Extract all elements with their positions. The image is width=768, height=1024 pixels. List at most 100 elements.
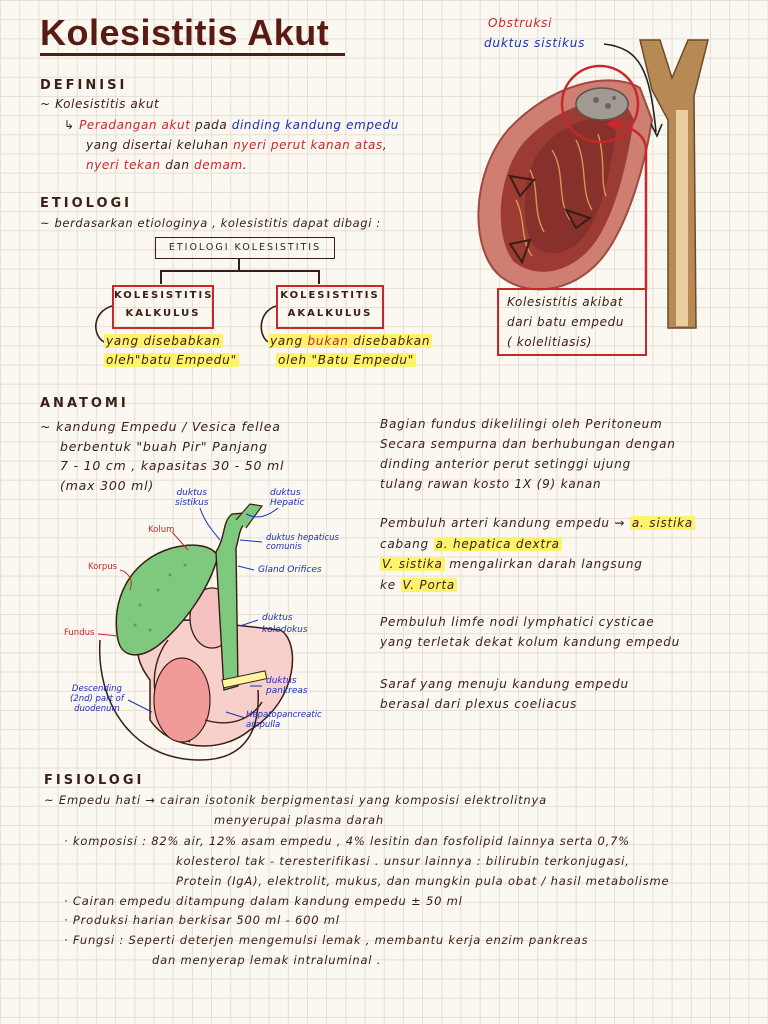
caption-line: Kolesistitis akibat [507, 295, 624, 309]
highlight-text: oleh"batu Empedu" [104, 353, 239, 367]
label-text: duktus Hepatic [270, 488, 305, 508]
anatomi-right-block-1: Bagian fundus dikelilingi oleh Peritoneu… [380, 414, 676, 494]
definisi-line-1: ~ Kolesistitis akut [40, 97, 160, 111]
anatomi-right-block-4: Saraf yang menuju kandung empedu berasal… [380, 674, 629, 714]
fisiologi-line-9: dan menyerap lemak intraluminal . [152, 953, 382, 967]
anatomi-text: Pembuluh arteri kandung empedu ⇝ [380, 516, 630, 530]
anatomi-left-text: ~ kandung Empedu / Vesica fellea berbent… [40, 417, 284, 495]
diagram-label-kolum: Kolum [148, 525, 175, 535]
etiologi-root-box: ETIOLOGI KOLESISTITIS [155, 237, 335, 259]
diagram-label-koledokus: duktus koledokus [262, 612, 308, 636]
diagram-label-descending-duodenum: Descending (2nd) part of duodenum [70, 684, 124, 714]
illustration-label-duktus-sistikus: duktus sistikus [484, 36, 586, 50]
diagram-label-hepaticus-comunis: duktus hepaticus comunis [266, 534, 339, 552]
definisi-term-demam: demam [194, 158, 243, 172]
fisiologi-line-6: · Cairan empedu ditampung dalam kandung … [64, 894, 463, 908]
title-underline [40, 53, 345, 56]
diagram-label-duktus-hepatic: duktus Hepatic [270, 488, 305, 508]
definisi-text: dan [160, 158, 194, 172]
anatomi-right-line: tulang rawan kosto 1X (9) kanan [380, 477, 602, 491]
arrow-icon: ↳ [64, 118, 75, 132]
caption-line: dari batu empedu [507, 315, 625, 329]
fisiologi-line-7: · Produksi harian berkisar 500 ml - 600 … [64, 913, 340, 927]
page-title: Kolesistitis Akut [40, 12, 330, 53]
etiologi-note-akalkulus-1: yang bukan disebabkan [268, 334, 433, 348]
diagram-label-gland-orifices: Gland Orifices [258, 565, 322, 575]
etiologi-note-akalkulus-2: oleh "Batu Empedu" [276, 353, 417, 367]
highlight-text: yang disebabkan [104, 334, 223, 348]
label-text: duktus hepaticus comunis [266, 533, 339, 552]
fisiologi-line-3: · komposisi : 82% air, 12% asam empedu ,… [64, 834, 630, 848]
caption-line: ( kolelitiasis) [507, 335, 593, 349]
anatomi-right-block-3: Pembuluh limfe nodi lymphatici cysticae … [380, 612, 680, 652]
tree-connector [238, 259, 240, 271]
diagram-label-korpus: Korpus [88, 562, 118, 572]
definisi-line-4: nyeri tekan dan demam. [86, 158, 247, 172]
fisiologi-line-5: Protein (IgA), elektrolit, mukus, dan mu… [176, 874, 670, 888]
anatomi-right-block-2: Pembuluh arteri kandung empedu ⇝ a. sist… [380, 513, 696, 595]
anatomi-highlight: V. Porta [400, 577, 457, 592]
anatomi-left-line: ~ kandung Empedu / Vesica fellea [40, 419, 281, 434]
anatomi-text: cabang [380, 536, 434, 551]
fisiologi-line-1: ~ Empedu hati → cairan isotonik berpigme… [44, 793, 547, 807]
diagram-label-pankreas: duktus pankreas [266, 676, 308, 696]
definisi-text: . [242, 158, 248, 172]
section-heading-definisi: DEFINISI [40, 78, 128, 93]
label-text: duktus sistikus [175, 488, 209, 508]
anatomi-right-line: yang terletak dekat kolum kandung empedu [380, 635, 681, 649]
fisiologi-line-4: kolesterol tak - teresterifikasi . unsur… [176, 854, 630, 868]
section-heading-fisiologi: FISIOLOGI [44, 773, 145, 788]
anatomi-text: ke [380, 577, 401, 592]
section-heading-anatomi: ANATOMI [40, 396, 129, 411]
tree-connector [160, 270, 162, 284]
etiologi-line-1: ~ berdasarkan etiologinya , kolesistitis… [40, 216, 381, 230]
anatomi-highlight: V. sistika [380, 557, 445, 571]
diagram-label-ampulla: Hepatopancreatic ampulla [246, 710, 322, 730]
fisiologi-line-2: menyerupai plasma darah [214, 813, 384, 827]
box-label: KOLESISTITIS [114, 290, 214, 301]
diagram-label-duktus-sistikus: duktus sistikus [175, 488, 209, 508]
highlight-text: oleh "Batu Empedu" [276, 353, 417, 367]
anatomi-left-line: (max 300 ml) [60, 477, 155, 493]
label-text: Descending (2nd) part of duodenum [70, 684, 124, 714]
label-text: Hepatopancreatic ampulla [246, 710, 322, 730]
definisi-line-2: ↳ Peradangan akut pada dinding kandung e… [64, 118, 399, 132]
definisi-line-3: yang disertai keluhan nyeri perut kanan … [86, 138, 387, 152]
illustration-caption-box: Kolesistitis akibat dari batu empedu ( k… [497, 288, 647, 356]
box-label: KALKULUS [125, 308, 201, 319]
anatomi-right-line: Secara sempurna dan berhubungan dengan [380, 437, 676, 451]
definisi-term-nyeri-tekan: nyeri tekan [86, 158, 161, 172]
highlight-text: yang [270, 334, 308, 348]
illustration-label-obstruksi: Obstruksi [488, 16, 553, 30]
etiologi-note-kalkulus-1: yang disebabkan [104, 334, 223, 348]
anatomi-left-line: berbentuk "buah Pir" Panjang [60, 438, 268, 454]
definisi-term-peradangan: Peradangan akut [79, 118, 191, 132]
anatomi-highlight: a. hepatica dextra [433, 536, 562, 551]
definisi-text: , [382, 138, 388, 152]
anatomi-right-line: Saraf yang menuju kandung empedu [380, 677, 629, 691]
definisi-term-dinding: dinding kandung empedu [231, 118, 399, 132]
highlight-text: disebabkan [348, 334, 431, 348]
box-label: KOLESISTITIS [280, 290, 380, 301]
etiologi-note-kalkulus-2: oleh"batu Empedu" [104, 353, 239, 367]
label-text: duktus pankreas [266, 676, 308, 696]
tree-connector [318, 270, 320, 284]
anatomi-left-line: 7 - 10 cm , kapasitas 30 - 50 ml [60, 458, 285, 473]
definisi-text: pada [190, 118, 232, 132]
fisiologi-line-8: · Fungsi : Seperti deterjen mengemulsi l… [64, 933, 589, 947]
etiologi-box-kalkulus: KOLESISTITIS KALKULUS [112, 285, 214, 329]
highlight-text-bukan: bukan [307, 334, 349, 348]
etiologi-box-akalkulus: KOLESISTITIS AKALKULUS [276, 285, 384, 329]
box-label: AKALKULUS [287, 308, 373, 319]
anatomi-right-line: dinding anterior perut setinggi ujung [380, 457, 632, 471]
anatomi-text: mengalirkan darah langsung [444, 557, 643, 571]
diagram-label-fundus: Fundus [64, 628, 95, 638]
tree-connector [160, 270, 320, 272]
anatomi-right-line: berasal dari plexus coeliacus [380, 697, 578, 711]
definisi-term-nyeri-perut: nyeri perut kanan atas [233, 138, 383, 152]
anatomi-right-line: Bagian fundus dikelilingi oleh Peritoneu… [380, 417, 663, 431]
definisi-text: yang disertai keluhan [86, 138, 234, 152]
